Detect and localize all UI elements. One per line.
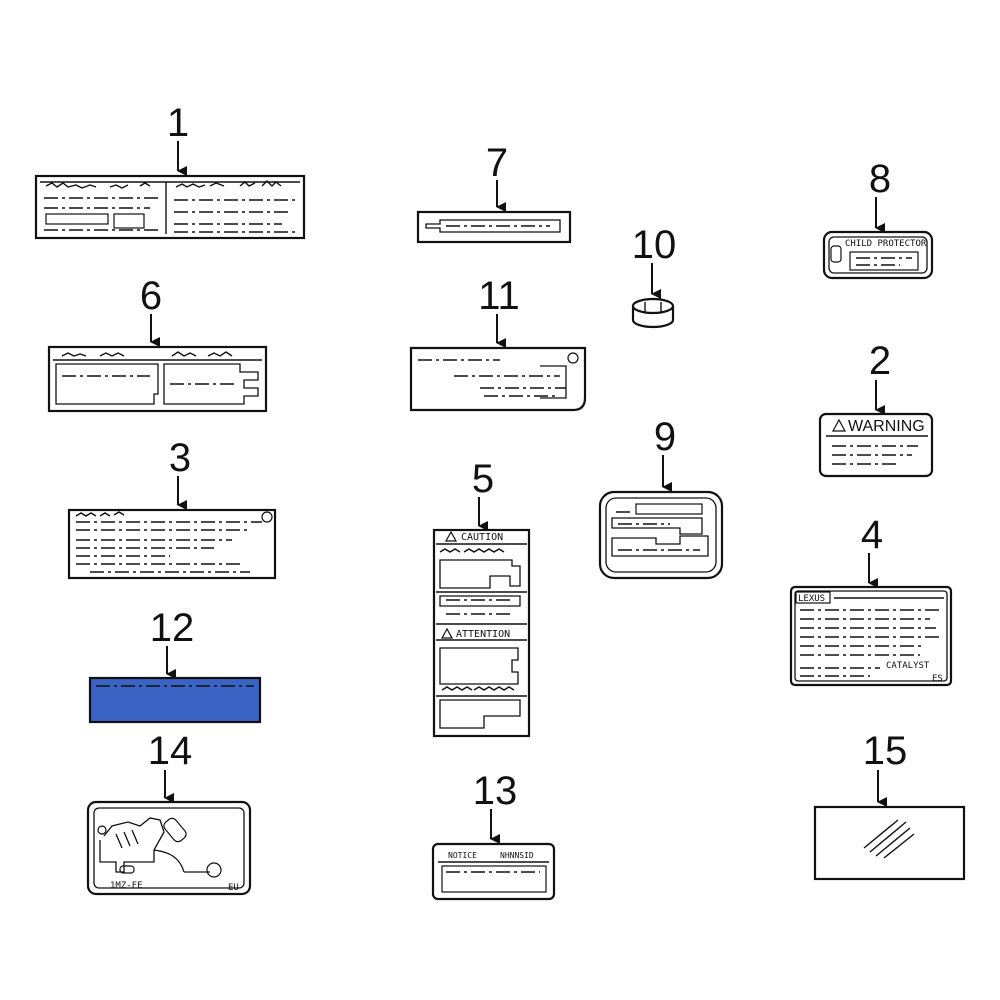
part-9-label[interactable]: 9 <box>598 415 724 580</box>
callout-15: 15 <box>863 729 908 773</box>
attention-text: ATTENTION <box>456 629 510 640</box>
callout-13: 13 <box>473 769 518 813</box>
attention-triangle-icon <box>440 627 454 639</box>
child-protector-text: CHILD PROTECTOR <box>845 239 927 249</box>
part-12-label[interactable]: 12 <box>88 606 262 724</box>
notice-text: NOTICE <box>448 851 477 860</box>
engine-code-text: 1MZ-FE <box>110 881 143 891</box>
label-6-left-panel <box>55 363 159 405</box>
label-8-sticker <box>822 230 934 280</box>
label-9-sticker <box>598 490 724 580</box>
callout-6: 6 <box>140 274 162 318</box>
part-6-label[interactable]: 6 <box>47 274 268 413</box>
label-12-sticker-highlighted <box>88 676 262 724</box>
callout-2: 2 <box>869 339 891 383</box>
label-11-sticker <box>409 346 587 412</box>
callout-9: 9 <box>654 415 676 459</box>
part-10-plug[interactable]: 10 <box>631 223 677 329</box>
callout-5: 5 <box>472 457 494 501</box>
callout-14: 14 <box>148 729 193 773</box>
es-text: ES <box>932 674 943 684</box>
callout-1: 1 <box>167 101 189 145</box>
label-3-sticker <box>67 508 277 580</box>
label-14-sticker <box>86 800 252 896</box>
part-11-label[interactable]: 11 <box>409 274 587 412</box>
caution-triangle-icon <box>444 530 458 542</box>
label-15-sticker <box>813 805 966 881</box>
caution-text: CAUTION <box>461 532 503 543</box>
label-1-sticker <box>34 174 306 240</box>
eu-text: EU <box>228 883 239 893</box>
plug-top <box>631 297 675 315</box>
label-6-right-panel <box>163 363 259 405</box>
lexus-text: LEXUS <box>798 594 825 604</box>
part-14-label[interactable]: 14 1MZ-FE EU <box>86 729 252 896</box>
part-7-label[interactable]: 7 <box>416 141 572 244</box>
child-lock-icon <box>830 245 842 263</box>
part-3-label[interactable]: 3 <box>67 436 277 580</box>
engine-hose-diagram <box>97 817 222 878</box>
part-4-label[interactable]: 4 LEXUS CATALYST ES <box>789 513 953 687</box>
part-1-label[interactable]: 1 <box>34 101 306 240</box>
callout-11: 11 <box>478 274 520 318</box>
notice-right-text: NHNNSID <box>500 851 534 860</box>
label-2-sticker <box>818 412 934 478</box>
callout-10: 10 <box>632 223 677 267</box>
callout-12: 12 <box>150 606 195 650</box>
callout-4: 4 <box>861 513 883 557</box>
glass-reflection-icon <box>863 819 915 859</box>
label-4-sticker <box>789 585 953 687</box>
warning-triangle-icon <box>831 418 847 432</box>
part-8-label[interactable]: 8 CHILD PROTECTOR <box>822 157 934 280</box>
label-13-sticker <box>431 842 556 901</box>
callout-7: 7 <box>486 141 508 185</box>
callout-8: 8 <box>869 157 891 201</box>
warning-text: WARNING <box>848 418 925 435</box>
catalyst-text: CATALYST <box>886 661 930 671</box>
part-15-label[interactable]: 15 <box>813 729 966 881</box>
label-7-sticker <box>416 210 572 244</box>
part-5-label[interactable]: 5 CAUTION ATTENTION <box>432 457 531 738</box>
part-2-label[interactable]: 2 WARNING <box>818 339 934 478</box>
part-13-label[interactable]: 13 NOTICE NHNNSID <box>431 769 556 901</box>
callout-3: 3 <box>169 436 191 480</box>
